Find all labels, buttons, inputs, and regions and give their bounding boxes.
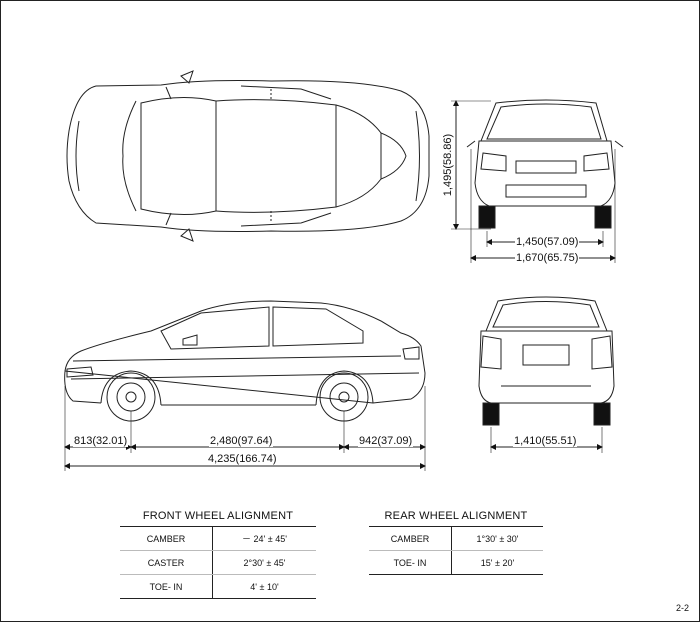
front-alignment-table: FRONT WHEEL ALIGNMENT CAMBER － 24' ± 45'… [120, 510, 316, 599]
page-number: 2-2 [675, 603, 689, 613]
table-row: CASTER 2°30' ± 45' [120, 550, 316, 575]
rear-toe-in-value: 15' ± 20' [451, 550, 543, 575]
table-row: CAMBER － 24' ± 45' [120, 526, 316, 551]
front-tread-label: 1,450(57.09) [515, 236, 580, 248]
table-row: TOE- IN 15' ± 20' [369, 550, 543, 575]
rear-overhang-label: 942(37.09) [358, 435, 414, 447]
front-caster-label: CASTER [120, 550, 213, 575]
rear-toe-in-label: TOE- IN [393, 557, 427, 568]
front-camber-value: － 24' ± 45' [212, 526, 316, 551]
front-camber-label: CAMBER [120, 526, 213, 551]
front-overhang-label: 813(32.01) [73, 435, 129, 447]
front-view [466, 99, 624, 229]
overall-length-label: 4,235(166.74) [207, 453, 278, 465]
dimension-lines [64, 100, 616, 471]
front-toe-in-label: TOE- IN [149, 581, 183, 592]
rear-alignment-table: REAR WHEEL ALIGNMENT CAMBER 1°30' ± 30' … [369, 510, 543, 575]
height-label: 1,495(58.86) [442, 132, 455, 198]
rear-camber-label: CAMBER [369, 526, 452, 551]
rear-alignment-title: REAR WHEEL ALIGNMENT [384, 510, 528, 522]
overall-width-label: 1,670(65.75) [515, 252, 580, 264]
rear-view [478, 296, 615, 426]
side-view [64, 300, 426, 422]
front-alignment-title: FRONT WHEEL ALIGNMENT [142, 510, 294, 522]
front-caster-value: 2°30' ± 45' [212, 550, 316, 575]
table-row: TOE- IN 4' ± 10' [120, 574, 316, 599]
front-toe-in-value: 4' ± 10' [212, 574, 316, 599]
table-row: CAMBER 1°30' ± 30' [369, 526, 543, 551]
wheelbase-label: 2,480(97.64) [209, 435, 274, 447]
rear-camber-value: 1°30' ± 30' [451, 526, 543, 551]
rear-tread-label: 1,410(55.51) [513, 435, 578, 447]
top-view [66, 70, 430, 242]
